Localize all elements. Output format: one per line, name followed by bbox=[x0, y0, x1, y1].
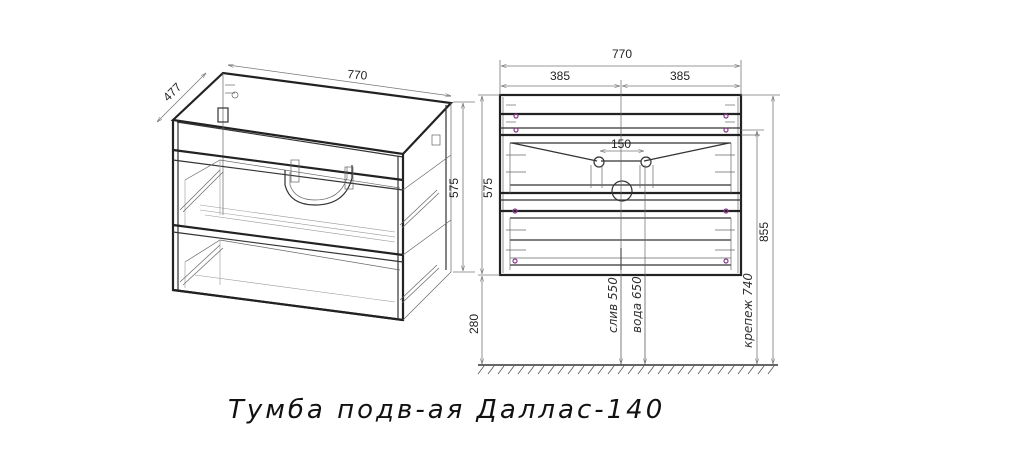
isometric-view bbox=[170, 71, 454, 322]
iso-height-dimension: 575 bbox=[447, 101, 475, 273]
iso-depth-label: 477 bbox=[160, 80, 184, 104]
iso-width-dimension: 770 bbox=[228, 65, 451, 96]
floor-line bbox=[477, 364, 778, 375]
water-dimension: вода 650 bbox=[630, 276, 645, 364]
iso-width-label: 770 bbox=[347, 67, 368, 83]
front-half-dimensions: 385 385 bbox=[501, 69, 740, 86]
half-left-label: 385 bbox=[550, 69, 570, 83]
drain-dimension: слив 550 bbox=[606, 276, 621, 364]
mount-height-dimension: крепеж 740 bbox=[741, 129, 764, 364]
water-label: вода 650 bbox=[630, 276, 644, 333]
body-height-dimension: 575 bbox=[478, 94, 500, 276]
floor-gap-label: 280 bbox=[467, 314, 481, 334]
drawing-title: Тумба подв-ая Даллас-140 bbox=[228, 395, 665, 425]
half-right-label: 385 bbox=[670, 69, 690, 83]
front-overall-width-dimension: 770 bbox=[499, 47, 742, 95]
front-view bbox=[498, 80, 760, 365]
front-width-label: 770 bbox=[612, 47, 632, 61]
mount-label: крепеж 740 bbox=[741, 273, 755, 348]
floor-gap-dimension: 280 bbox=[467, 276, 482, 364]
drain-label: слив 550 bbox=[606, 277, 620, 333]
total-height-dimension: 855 bbox=[741, 94, 780, 364]
iso-height-label: 575 bbox=[447, 178, 461, 198]
sink-holes-dimension: 150 bbox=[600, 137, 644, 151]
total-height-label: 855 bbox=[757, 222, 771, 242]
fastener-icons bbox=[512, 113, 729, 264]
sink-holes-label: 150 bbox=[611, 137, 631, 151]
iso-depth-dimension: 477 bbox=[157, 73, 206, 122]
body-height-label: 575 bbox=[481, 178, 495, 198]
